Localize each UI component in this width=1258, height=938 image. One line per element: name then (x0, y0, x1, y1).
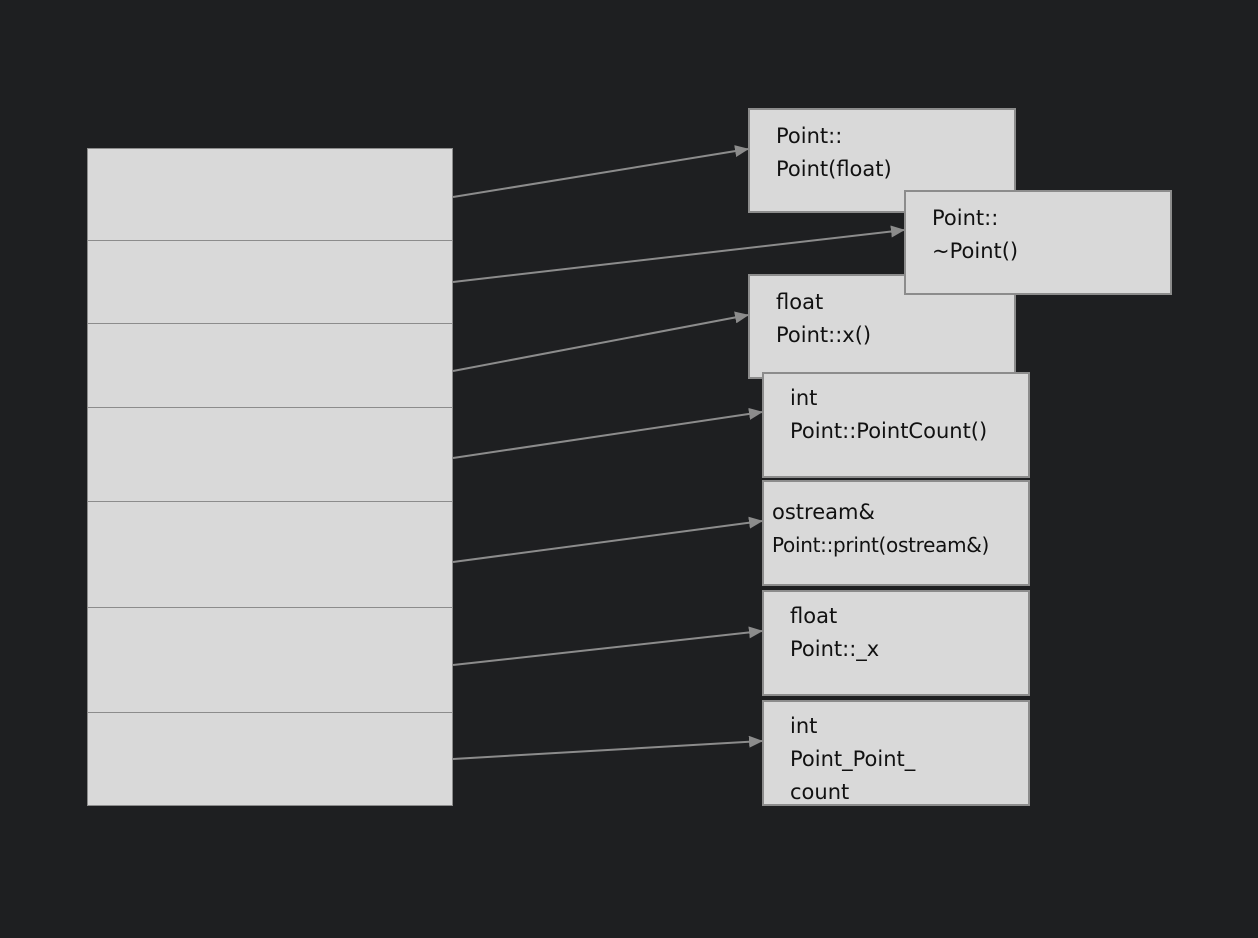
table-slot (88, 407, 452, 501)
node-return-type: Point:: (932, 206, 999, 230)
arrow-line (452, 225, 905, 283)
arrow-line (452, 626, 763, 666)
member-node-x: float Point::_x (762, 590, 1030, 696)
table-slot (88, 240, 452, 323)
node-signature: ~Point() (932, 239, 1019, 263)
table-slot (88, 501, 452, 607)
node-return-type: Point:: (776, 124, 843, 148)
arrow-line (452, 516, 763, 563)
node-signature: Point::PointCount() (790, 419, 988, 443)
node-return-type: int (790, 386, 818, 410)
node-type: float (790, 604, 838, 628)
table-slot (88, 323, 452, 407)
node-signature: Point::x() (776, 323, 872, 347)
arrow-line (452, 407, 763, 459)
node-signature: Point::print(ostream&) (772, 533, 990, 557)
vtable-block (87, 148, 453, 806)
function-node-destructor: Point:: ~Point() (904, 190, 1172, 295)
function-node-print: ostream& Point::print(ostream&) (762, 480, 1030, 586)
arrow-line (452, 145, 749, 198)
arrow-line (452, 735, 763, 760)
node-return-type: float (776, 290, 824, 314)
function-node-x: float Point::x() (748, 274, 1016, 379)
table-slot (88, 607, 452, 712)
static-member-node-count: int Point_Point_ count (762, 700, 1030, 806)
node-member-name: Point::_x (790, 637, 880, 661)
table-slot (88, 712, 452, 807)
node-member-name-cont: count (790, 780, 850, 804)
node-signature: Point(float) (776, 157, 892, 181)
node-type: int (790, 714, 818, 738)
node-member-name: Point_Point_ (790, 747, 916, 771)
arrow-line (452, 311, 749, 372)
function-node-pointcount: int Point::PointCount() (762, 372, 1030, 478)
node-return-type: ostream& (772, 500, 875, 524)
